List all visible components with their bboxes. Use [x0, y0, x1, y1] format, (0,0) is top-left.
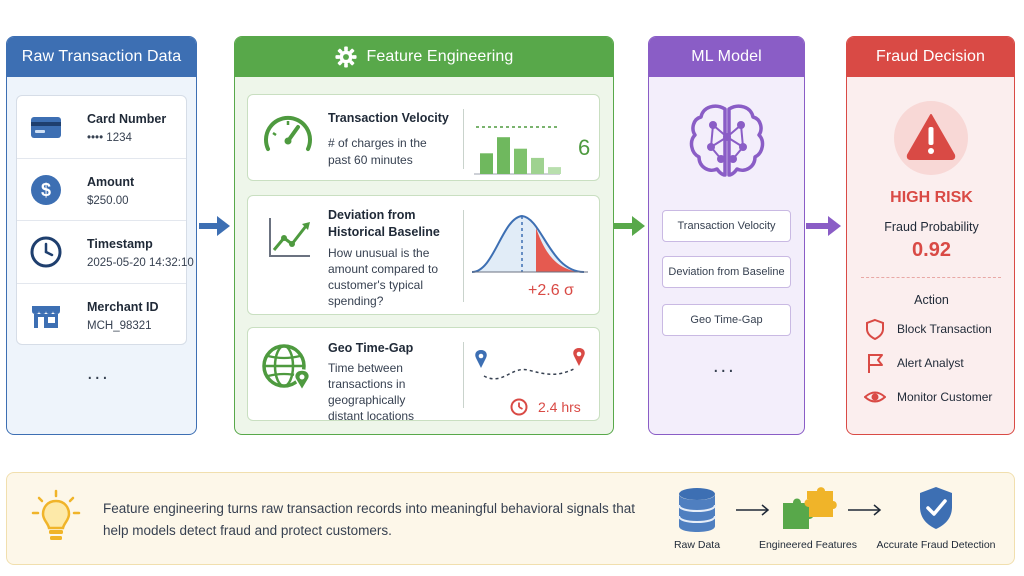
- arrow-right-icon: [736, 504, 770, 516]
- action-monitor-customer[interactable]: Monitor Customer: [864, 386, 1014, 408]
- summary-banner: Feature engineering turns raw transactio…: [6, 472, 1015, 565]
- deviation-bell-curve: [472, 214, 588, 273]
- raw-field-value: $250.00: [87, 194, 129, 207]
- geo-desc-line: geographically: [328, 393, 406, 407]
- raw-fields-card: Card Number •••• 1234 $ Amount $250.00 T…: [16, 95, 194, 347]
- deviation-desc-line: spending?: [328, 294, 384, 308]
- geo-desc-line: Time between: [328, 361, 403, 375]
- warning-icon: [894, 101, 968, 175]
- deviation-desc-line: customer's typical: [328, 278, 423, 292]
- velocity-bar: [497, 137, 510, 174]
- puzzle-icon: [783, 487, 837, 529]
- dollar-icon: $: [31, 174, 61, 205]
- eye-icon: [864, 391, 886, 403]
- ml-panel-title: ML Model: [649, 37, 804, 77]
- feature-panel-header: Feature Engineering: [235, 37, 613, 77]
- velocity-divider: [463, 109, 464, 169]
- geo-desc-line: transactions in: [328, 377, 406, 391]
- feature-card-geo: Geo Time-Gap Time between transactions i…: [247, 327, 600, 423]
- action-label: Action: [914, 293, 949, 307]
- feature-engineering-panel: Feature Engineering Transaction Velocity…: [234, 36, 614, 435]
- velocity-desc-line: # of charges in the: [328, 136, 427, 150]
- pipeline-label: Accurate Fraud Detection: [876, 539, 996, 551]
- velocity-bar: [480, 153, 493, 174]
- fraud-panel-title: Fraud Decision: [847, 37, 1014, 77]
- trend-line-icon: [269, 218, 310, 257]
- lightbulb-icon: [31, 489, 81, 540]
- velocity-bar: [548, 167, 561, 174]
- geo-value: 2.4 hrs: [538, 399, 581, 415]
- raw-more-ellipsis: ...: [87, 362, 110, 384]
- action-block-transaction[interactable]: Block Transaction: [865, 318, 1014, 340]
- shield-check-icon: [920, 487, 952, 529]
- velocity-desc-line: past 60 minutes: [328, 153, 413, 167]
- raw-field-label: Amount: [87, 174, 135, 189]
- brain-network-icon: [689, 104, 765, 177]
- fraud-probability-label: Fraud Probability: [884, 220, 979, 234]
- ml-input-feature: Transaction Velocity: [662, 210, 791, 242]
- velocity-value: 6: [578, 135, 591, 160]
- raw-panel-title: Raw Transaction Data: [7, 37, 196, 77]
- flow-arrow-icon: [199, 216, 230, 236]
- deviation-value: +2.6 σ: [528, 282, 574, 299]
- raw-field-value: 2025-05-20 14:32:10: [87, 257, 194, 269]
- geo-desc-line: distant locations: [328, 409, 415, 423]
- geo-route-illustration: [475, 348, 585, 380]
- flag-icon: [868, 354, 883, 373]
- ml-input-feature: Deviation from Baseline: [662, 256, 791, 288]
- deviation-title-line: Historical Baseline: [328, 225, 440, 239]
- raw-field-card-number: Card Number •••• 1234: [17, 96, 186, 159]
- raw-field-label: Timestamp: [87, 237, 153, 251]
- deviation-desc-line: How unusual is the: [328, 246, 430, 260]
- fraud-probability-value: 0.92: [912, 239, 951, 261]
- raw-field-label: Merchant ID: [87, 299, 159, 314]
- raw-field-amount: $ Amount $250.00: [17, 159, 186, 221]
- store-icon: [32, 305, 60, 328]
- svg-text:$: $: [41, 180, 51, 200]
- velocity-bar: [531, 157, 544, 174]
- flow-arrow-icon: [806, 216, 841, 236]
- action-item-label: Alert Analyst: [897, 356, 964, 370]
- fraud-divider: [861, 277, 1001, 278]
- raw-field-timestamp: Timestamp 2025-05-20 14:32:10: [17, 221, 194, 284]
- shield-icon: [866, 318, 884, 340]
- velocity-bar-chart: [474, 126, 561, 175]
- deviation-divider: [463, 210, 464, 302]
- speedometer-icon: [264, 115, 312, 151]
- action-alert-analyst[interactable]: Alert Analyst: [865, 352, 1014, 374]
- clock-icon: [510, 398, 528, 416]
- clock-icon: [30, 236, 62, 268]
- raw-transaction-panel: Raw Transaction Data Card Number •••• 12…: [6, 36, 197, 435]
- geo-divider: [463, 342, 464, 408]
- summary-text: Feature engineering turns raw transactio…: [103, 501, 636, 538]
- arrow-right-icon: [848, 504, 882, 516]
- pipeline-label: Raw Data: [673, 539, 721, 551]
- feature-card-deviation: Deviation from Historical Baseline How u…: [247, 195, 600, 315]
- deviation-title-line: Deviation from: [328, 208, 416, 222]
- flow-arrow-icon: [614, 216, 645, 236]
- feature-card-velocity: Transaction Velocity # of charges in the…: [247, 94, 600, 181]
- velocity-title: Transaction Velocity: [328, 111, 449, 125]
- fraud-decision-panel: Fraud Decision HIGH RISK Fraud Probabili…: [846, 36, 1015, 435]
- velocity-bar: [514, 148, 527, 174]
- globe-pin-icon: [262, 344, 311, 392]
- raw-field-merchant: Merchant ID MCH_98321: [17, 284, 186, 347]
- geo-title: Geo Time-Gap: [328, 341, 414, 355]
- ml-more-ellipsis: ...: [713, 355, 736, 377]
- credit-card-icon: [31, 117, 61, 138]
- database-icon: [678, 488, 716, 532]
- risk-level: HIGH RISK: [890, 189, 973, 206]
- deviation-desc-line: amount compared to: [328, 262, 439, 276]
- raw-field-label: Card Number: [87, 112, 167, 126]
- ml-model-panel: ML Model Transaction Velocity Deviation …: [648, 36, 805, 435]
- ml-input-feature: Geo Time-Gap: [662, 304, 791, 336]
- pipeline-label: Engineered Features: [758, 539, 858, 551]
- action-item-label: Monitor Customer: [897, 390, 993, 404]
- feature-panel-title: Feature Engineering: [366, 48, 514, 65]
- action-item-label: Block Transaction: [897, 322, 992, 336]
- raw-field-value: MCH_98321: [87, 319, 152, 332]
- gear-icon: [335, 46, 357, 68]
- raw-field-value: •••• 1234: [87, 132, 132, 144]
